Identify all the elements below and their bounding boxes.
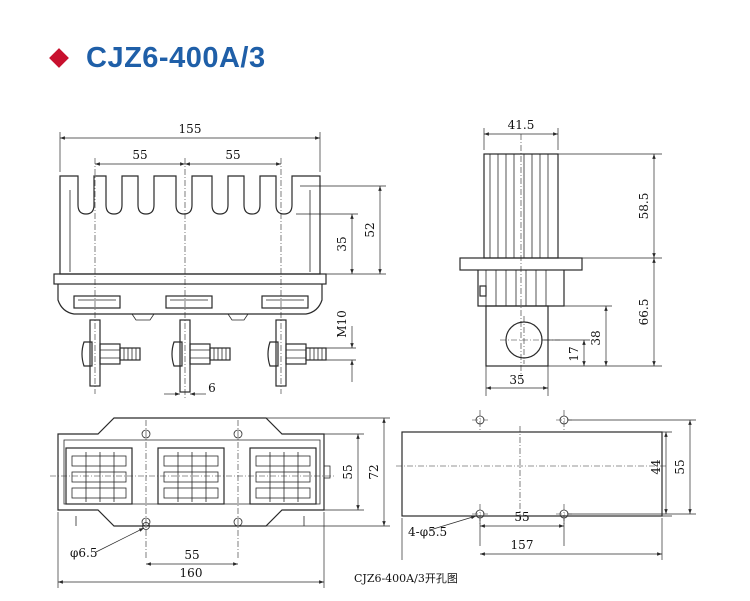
- front-slot-3: [261, 295, 309, 309]
- front-terminal-2: [171, 319, 231, 393]
- front-body-outline: [59, 175, 321, 275]
- side-lug: [485, 305, 549, 367]
- page-title: CJZ6-400A/3: [86, 41, 266, 74]
- front-height-outer-label: 52: [363, 222, 377, 237]
- cutout-drawing: 4-φ5.5 55 157 44 55 CJZ6-400A/3开孔图: [354, 410, 696, 585]
- front-slot-2: [165, 295, 213, 309]
- cutout-overall-width-label: 157: [511, 538, 534, 552]
- cutout-height-outer-label: 55: [673, 459, 687, 474]
- front-pin-label: 6: [208, 381, 216, 395]
- side-view: 41.5 58.5 66.5 38 17 35: [459, 118, 662, 396]
- side-width-top-label: 41.5: [508, 118, 535, 132]
- cutout-caption: CJZ6-400A/3开孔图: [354, 572, 458, 585]
- cutout-holes-label: 4-φ5.5: [408, 525, 447, 539]
- cutout-hole-tl: [472, 410, 488, 430]
- front-terminal-1: [81, 319, 141, 387]
- header: CJZ6-400A/3: [49, 36, 266, 80]
- front-terminal-3: [267, 319, 327, 387]
- bottom-pitch-label: 55: [184, 548, 199, 562]
- bottom-block-3: [249, 447, 317, 505]
- front-overall-width-label: 155: [179, 122, 202, 136]
- front-pitch-right-label: 55: [225, 148, 240, 162]
- cutout-outline: [401, 431, 663, 517]
- cutout-height-inner-label: 44: [649, 459, 663, 475]
- side-lug-width-label: 35: [509, 373, 524, 387]
- front-pitch-left-label: 55: [132, 148, 147, 162]
- bottom-overall-width-label: 160: [180, 566, 203, 580]
- front-bolt-label: M10: [335, 310, 349, 338]
- front-slot-1: [73, 295, 121, 309]
- bottom-view: φ6.5 55 160 55 72: [50, 417, 390, 588]
- bottom-height-inner-label: 55: [341, 464, 355, 479]
- side-height-lower-label: 66.5: [637, 299, 651, 326]
- bottom-height-outer-label: 72: [367, 464, 381, 479]
- side-hole-center-label: 17: [567, 346, 581, 361]
- front-base-plate: [53, 273, 327, 285]
- front-view: 155 55 55 35 52 M10 6: [53, 122, 386, 398]
- side-height-upper-label: 58.5: [637, 193, 651, 220]
- cutout-pitch-label: 55: [514, 510, 529, 524]
- front-height-inner-label: 35: [335, 236, 349, 251]
- bottom-hole-dia-label: φ6.5: [70, 546, 98, 560]
- side-hole-height-label: 38: [589, 330, 603, 345]
